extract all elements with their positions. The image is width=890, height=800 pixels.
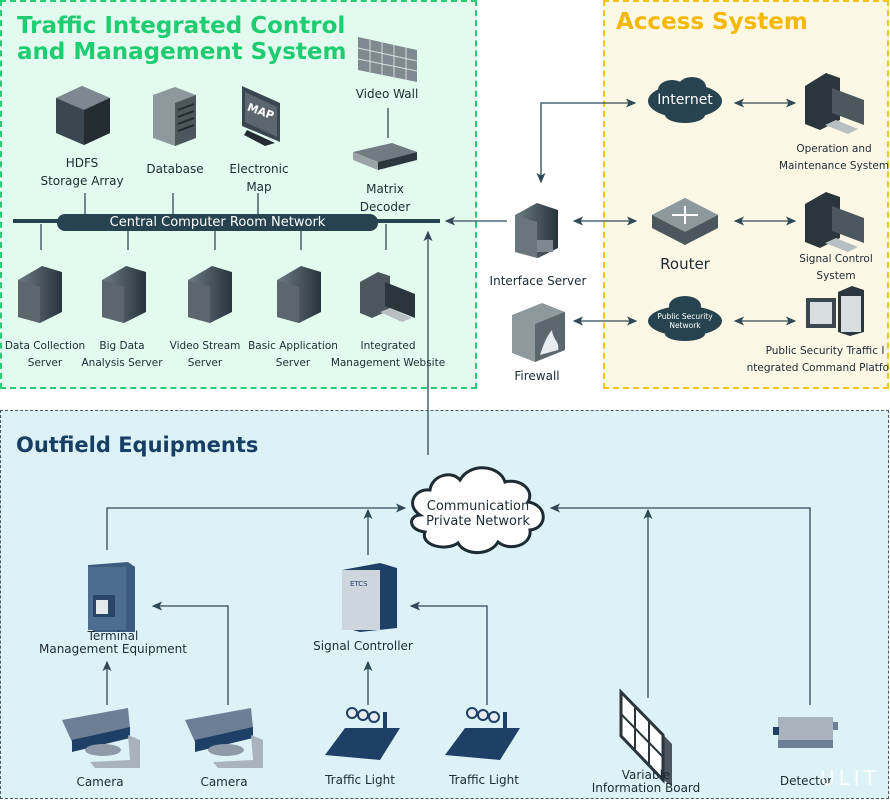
label-line: Variable bbox=[621, 768, 671, 782]
interface-server-label: Interface Server bbox=[489, 274, 587, 288]
label-line: Big Data bbox=[99, 340, 145, 352]
traffic-light-icon-2 bbox=[445, 707, 520, 760]
label-line: Management Equipment bbox=[38, 642, 188, 656]
management-website-pc-icon bbox=[360, 272, 415, 322]
label-line: ntegrated Command Platform bbox=[746, 362, 890, 374]
camera-label-1: Camera bbox=[76, 775, 124, 789]
traffic-light-icon-1 bbox=[325, 707, 400, 760]
video-wall-label: Video Wall bbox=[355, 87, 419, 101]
etcs-badge: ETCS bbox=[350, 580, 368, 588]
hdfs-storage-icon bbox=[56, 86, 110, 145]
video-wall-icon bbox=[357, 37, 418, 82]
firewall-icon bbox=[512, 303, 565, 362]
public-security-network-cloud-icon bbox=[648, 296, 722, 341]
electronic-map-icon: MAP bbox=[242, 86, 280, 146]
label-line: Public Security Traffic I bbox=[765, 345, 885, 357]
signal-controller-icon: ETCS bbox=[342, 563, 397, 632]
signal-control-system-pc-icon bbox=[805, 192, 864, 252]
internet-cloud-icon bbox=[648, 77, 722, 123]
signal-controller-label: Signal Controller bbox=[313, 639, 413, 653]
label-line: Video Stream bbox=[169, 340, 241, 352]
server-icons bbox=[18, 266, 415, 323]
matrix-decoder-icon bbox=[353, 143, 417, 170]
camera-icon-2 bbox=[185, 708, 263, 768]
command-platform-label: Public Security Traffic I ntegrated Comma… bbox=[747, 343, 890, 377]
label-line: Signal Control bbox=[799, 253, 873, 265]
variable-information-board-icon bbox=[619, 688, 672, 786]
label-line: Basic Application bbox=[248, 340, 338, 352]
label-line: Public Security bbox=[657, 312, 713, 321]
terminal-management-equipment-icon bbox=[88, 562, 135, 632]
big-data-server-icon bbox=[102, 266, 146, 323]
label-line: Private Network bbox=[426, 514, 530, 529]
label-line: Map bbox=[246, 180, 272, 194]
hdfs-label: HDFS Storage Array bbox=[40, 154, 123, 190]
title-line: Traffic Integrated Control bbox=[17, 13, 346, 39]
label-line: Management Website bbox=[330, 357, 446, 369]
database-icon bbox=[153, 87, 196, 146]
network-bar bbox=[57, 214, 378, 231]
label-line: Analysis Server bbox=[81, 357, 163, 369]
operation-maintenance-pc-icon bbox=[805, 73, 864, 134]
interface-server-icon bbox=[515, 203, 558, 258]
router-label: Router bbox=[660, 255, 710, 273]
label-line: Server bbox=[27, 357, 63, 369]
network-bar-label: Central Computer Room Network bbox=[109, 215, 326, 230]
camera-icon-1 bbox=[62, 708, 140, 768]
watermark: ULIT bbox=[820, 766, 880, 790]
detector-icon bbox=[773, 717, 838, 748]
camera-label-2: Camera bbox=[200, 775, 248, 789]
label-line: Information Board bbox=[591, 781, 701, 795]
database-label: Database bbox=[146, 162, 204, 176]
label-line: Integrated bbox=[360, 340, 416, 352]
label-line: Operation and bbox=[796, 143, 872, 155]
title-line: and Management System bbox=[17, 39, 347, 66]
internet-label: Internet bbox=[657, 92, 713, 108]
router-icon bbox=[652, 198, 718, 245]
label-line: Communication bbox=[426, 499, 530, 514]
label-line: Network bbox=[669, 321, 701, 330]
video-stream-server-icon bbox=[188, 266, 232, 323]
data-collection-server-icon bbox=[18, 266, 62, 323]
communication-cloud-icon bbox=[410, 466, 545, 555]
label-line: Terminal bbox=[87, 629, 139, 643]
label-line: HDFS bbox=[65, 156, 99, 170]
label-line: Storage Array bbox=[40, 174, 124, 188]
label-line: Server bbox=[187, 357, 223, 369]
label-line: Data Collection bbox=[4, 340, 86, 352]
access-system-title: Access System bbox=[616, 9, 808, 35]
basic-application-server-icon bbox=[277, 266, 321, 323]
label-line: Matrix bbox=[366, 182, 404, 196]
outfield-title: Outfield Equipments bbox=[16, 433, 259, 457]
detector-label: Detector bbox=[779, 774, 833, 788]
label-line: Decoder bbox=[359, 200, 411, 214]
label-line: System bbox=[816, 270, 856, 282]
traffic-light-label-1: Traffic Light bbox=[325, 773, 395, 787]
label-line: Electronic bbox=[229, 162, 289, 176]
firewall-label: Firewall bbox=[514, 369, 560, 383]
label-line: Maintenance System bbox=[778, 160, 890, 172]
command-platform-icon bbox=[806, 286, 864, 336]
label-line: Server bbox=[275, 357, 311, 369]
traffic-light-label-2: Traffic Light bbox=[449, 773, 519, 787]
